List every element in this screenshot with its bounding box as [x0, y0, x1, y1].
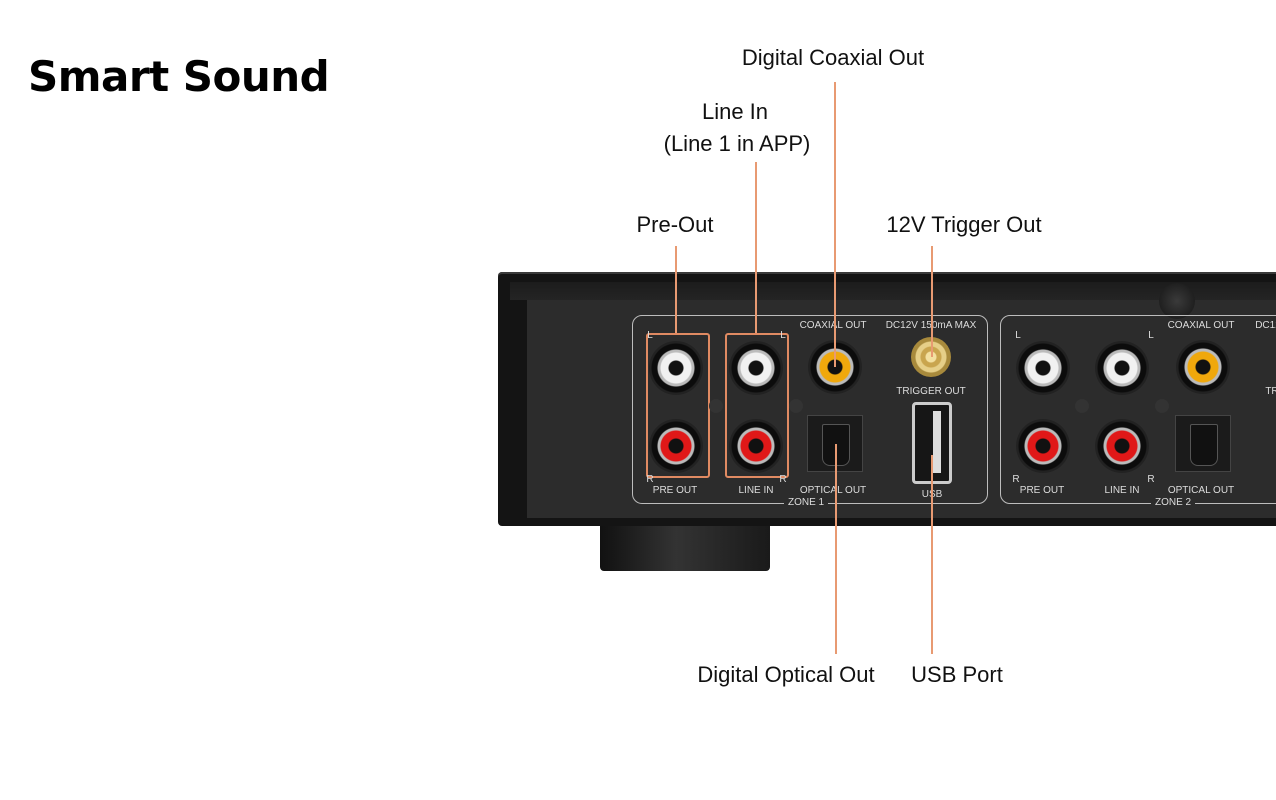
zone2-line-in-right-jack [1095, 419, 1149, 473]
screw [1075, 399, 1089, 413]
coaxial-callout-line [834, 82, 836, 367]
line-in-highlight [725, 333, 789, 478]
page-title: Smart Sound [28, 52, 330, 101]
line-in-callout-line [755, 162, 757, 333]
label-l: L [1148, 330, 1154, 341]
pre-out-left-jack [649, 341, 703, 395]
zone2-trigger-label: TR [1265, 386, 1276, 397]
screw-knob [1159, 283, 1195, 319]
zone2-coaxial-out-jack [1176, 340, 1230, 394]
zone2-pre-out-right-jack [1016, 419, 1070, 473]
screw [1155, 399, 1169, 413]
pre-out-label: PRE OUT [652, 485, 698, 496]
zone-2-box [1000, 315, 1276, 504]
optical-out-port [807, 415, 863, 472]
label-l: L [1015, 330, 1021, 341]
label-r: R [779, 474, 787, 485]
coaxial-out-label: COAXIAL OUT [799, 320, 867, 331]
zone2-coaxial-out-label: COAXIAL OUT [1167, 320, 1235, 331]
zone2-optical-out-label: OPTICAL OUT [1167, 485, 1235, 496]
zone2-line-in-left-jack [1095, 341, 1149, 395]
optical-callout: Digital Optical Out [697, 662, 875, 687]
line-in-sub-callout: (Line 1 in APP) [663, 131, 811, 156]
pre-out-callout: Pre-Out [636, 212, 714, 237]
line-in-callout: Line In [701, 99, 769, 124]
usb-callout: USB Port [911, 662, 1003, 687]
pre-out-callout-line [675, 246, 677, 333]
zone2-pre-out-left-jack [1016, 341, 1070, 395]
screw [709, 399, 723, 413]
line-in-left-jack [729, 341, 783, 395]
line-in-right-jack [729, 419, 783, 473]
trigger-out-label: TRIGGER OUT [896, 386, 966, 397]
label-r: R [1147, 474, 1155, 485]
label-r: R [1012, 474, 1020, 485]
device-bevel [510, 282, 1276, 300]
device-foot [600, 526, 770, 571]
zone-1-label: ZONE 1 [784, 497, 829, 508]
zone2-optical-out-port [1175, 415, 1231, 472]
zone-2-label: ZONE 2 [1151, 497, 1196, 508]
label-r: R [646, 474, 654, 485]
zone2-dc-label: DC12 [1255, 320, 1276, 331]
optical-out-label: OPTICAL OUT [799, 485, 867, 496]
line-in-label: LINE IN [738, 485, 774, 496]
coaxial-callout: Digital Coaxial Out [741, 45, 925, 70]
pre-out-right-jack [649, 419, 703, 473]
optical-callout-line [835, 444, 837, 654]
zone2-pre-out-label: PRE OUT [1019, 485, 1065, 496]
zone2-line-in-label: LINE IN [1104, 485, 1140, 496]
trigger-callout-line [931, 246, 933, 357]
screw [789, 399, 803, 413]
trigger-callout: 12V Trigger Out [886, 212, 1042, 237]
label-l: L [647, 330, 653, 341]
usb-callout-line [931, 455, 933, 654]
label-l: L [780, 330, 786, 341]
rear-panel [527, 300, 1276, 518]
